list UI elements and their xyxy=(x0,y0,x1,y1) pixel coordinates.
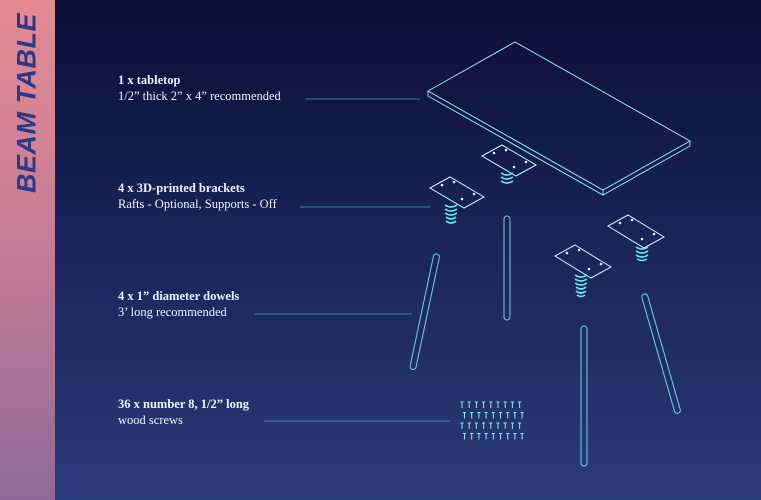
screw-mark xyxy=(482,401,486,408)
part-subtitle: Rafts - Optional, Supports - Off xyxy=(118,197,277,211)
bracket-shape xyxy=(428,176,486,224)
screw-mark xyxy=(474,422,478,429)
part-title: 1 x tabletop xyxy=(118,73,181,87)
screw-mark xyxy=(477,433,481,440)
dowel-shapes xyxy=(409,215,681,467)
screw-mark xyxy=(470,433,474,440)
part-title: 4 x 1” diameter dowels xyxy=(118,289,240,303)
screw-mark xyxy=(506,433,510,440)
screw-mark xyxy=(489,401,493,408)
screw-mark xyxy=(513,412,517,419)
part-subtitle: 3’ long recommended xyxy=(118,305,227,319)
screw-mark xyxy=(462,412,467,419)
bracket-shape xyxy=(480,144,538,184)
screw-mark xyxy=(489,422,493,429)
screw-mark xyxy=(477,412,481,419)
screw-mark xyxy=(503,401,507,408)
part-subtitle: 1/2” thick 2” x 4” recommended xyxy=(118,89,281,103)
part-label-brackets: 4 x 3D-printed brackets Rafts - Optional… xyxy=(118,180,277,212)
screw-mark xyxy=(506,412,510,419)
part-title: 36 x number 8, 1/2” long xyxy=(118,397,250,411)
screw-mark xyxy=(503,422,507,429)
screw-mark xyxy=(520,412,524,419)
screw-mark xyxy=(496,401,500,408)
screw-mark xyxy=(460,401,464,408)
screw-cluster xyxy=(460,401,524,440)
screw-mark xyxy=(467,422,471,429)
screw-mark xyxy=(518,422,522,429)
screw-mark xyxy=(520,433,524,440)
bracket-shape xyxy=(607,214,665,262)
screw-mark xyxy=(491,433,495,440)
screw-mark xyxy=(513,433,517,440)
screw-mark xyxy=(491,412,495,419)
screw-mark xyxy=(482,422,486,429)
screw-mark xyxy=(460,422,464,429)
screw-mark xyxy=(467,401,471,408)
part-label-tabletop: 1 x tabletop 1/2” thick 2” x 4” recommen… xyxy=(118,72,281,104)
screw-mark xyxy=(484,412,488,419)
part-title: 4 x 3D-printed brackets xyxy=(118,181,245,195)
screw-mark xyxy=(462,433,467,440)
screw-mark xyxy=(510,401,514,408)
part-label-dowels: 4 x 1” diameter dowels 3’ long recommend… xyxy=(118,288,239,320)
screw-mark xyxy=(474,401,478,408)
screw-mark xyxy=(470,412,474,419)
bracket-shape xyxy=(554,244,612,298)
screw-mark xyxy=(518,401,522,408)
sidebar-banner: BEAM TABLE xyxy=(0,0,55,500)
screw-mark xyxy=(484,433,488,440)
part-subtitle: wood screws xyxy=(118,413,183,427)
part-label-screws: 36 x number 8, 1/2” long wood screws xyxy=(118,396,249,428)
screw-mark xyxy=(498,412,503,419)
screw-mark xyxy=(510,422,514,429)
screw-mark xyxy=(498,433,503,440)
screw-mark xyxy=(496,422,500,429)
tabletop-shape xyxy=(426,41,692,196)
